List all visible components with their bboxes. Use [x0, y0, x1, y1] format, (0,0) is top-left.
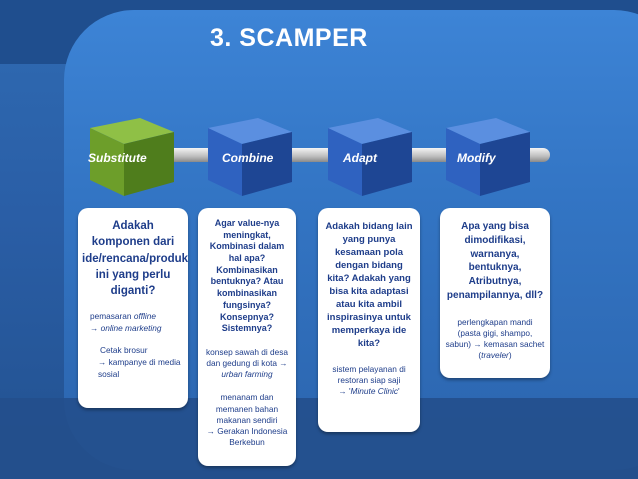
substitute-example-4: → kampanye di media sosial	[98, 356, 181, 379]
modify-example-1: perlengkapan mandi (pasta gigi, shampo, …	[445, 316, 545, 361]
modify-cube-icon	[446, 118, 530, 196]
modify-card: Apa yang bisa dimodifikasi, warnanya, be…	[440, 208, 550, 378]
combine-question: Agar value-nya meningkat, Kombinasi dala…	[209, 218, 285, 334]
substitute-example-2: → online marketing	[90, 322, 162, 333]
modify-label: Modify	[457, 151, 496, 165]
combine-example-3: → Gerakan Indonesia Berkebun	[206, 426, 288, 448]
substitute-example-1: pemasaran offline	[90, 310, 156, 321]
substitute-example-3: Cetak brosur	[100, 344, 148, 355]
adapt-label: Adapt	[343, 151, 377, 165]
combine-label: Combine	[222, 151, 274, 165]
combine-example-1: konsep sawah di desa dan gedung di kota …	[205, 346, 289, 380]
substitute-card: Adakah komponen dari ide/rencana/produk/…	[78, 208, 188, 408]
combine-cube-icon	[208, 118, 292, 196]
adapt-question: Adakah bidang lain yang punya kesamaan p…	[325, 221, 413, 349]
adapt-example-1: sistem pelayanan di restoran siap saji	[332, 364, 406, 386]
substitute-question: Adakah komponen dari ide/rencana/produk/…	[82, 220, 188, 298]
substitute-cube-icon	[90, 118, 174, 196]
adapt-example-2: → 'Minute Clinic'	[338, 386, 400, 397]
combine-card: Agar value-nya meningkat, Kombinasi dala…	[198, 208, 296, 466]
substitute-label: Substitute	[88, 151, 147, 165]
adapt-card: Adakah bidang lain yang punya kesamaan p…	[318, 208, 420, 432]
substitute-examples: pemasaran offline → online marketing Cet…	[78, 300, 188, 380]
slide-title: 3. SCAMPER	[210, 24, 368, 52]
adapt-cube-icon	[328, 118, 412, 196]
combine-example-2: menanam dan memanen bahan makanan sendir…	[215, 392, 279, 425]
modify-question: Apa yang bisa dimodifikasi, warnanya, be…	[446, 221, 544, 301]
